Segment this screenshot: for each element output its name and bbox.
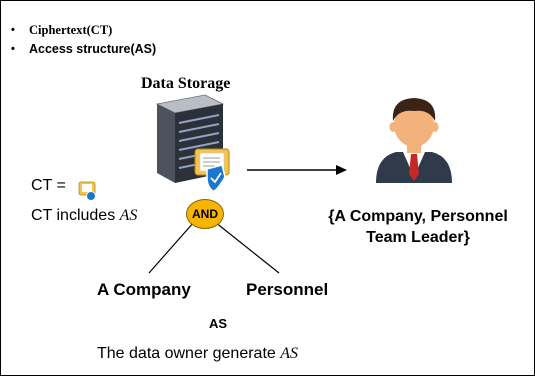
share-arrow [247, 165, 347, 175]
tree-branch-left [148, 221, 195, 274]
leaf-personnel: Personnel [246, 280, 329, 299]
bullet-text-access-structure: Access structure(AS) [29, 42, 157, 56]
ct-includes-prefix: CT includes [31, 207, 120, 224]
recipient-attributes-line2: Team Leader} [366, 229, 470, 246]
data-owner-note: The data owner generate AS [97, 345, 298, 363]
bullet-ciphertext: • Ciphertext(CT) [11, 21, 156, 40]
businessman-icon [376, 98, 452, 183]
access-structure-label: AS [209, 316, 228, 331]
recipient-attributes-line1: {A Company, Personnel [328, 208, 508, 225]
bullet-access-structure: • Access structure(AS) [11, 40, 156, 59]
encrypted-file-icon [194, 148, 230, 192]
recipient-attributes: {A Company, Personnel Team Leader} [307, 206, 529, 248]
server-with-encrypted-file-icon [155, 94, 230, 192]
bullet-text-ciphertext: Ciphertext(CT) [29, 23, 113, 37]
data-owner-note-prefix: The data owner generate [97, 345, 281, 362]
tree-branch-right [214, 221, 280, 274]
data-owner-note-as: AS [280, 345, 299, 362]
ct-encrypted-file-icon [78, 181, 96, 201]
ct-includes-note: CT includes AS [31, 207, 137, 225]
ct-equation-text: CT = [31, 177, 66, 194]
bullet-marker: • [11, 24, 15, 36]
bullet-marker: • [11, 43, 15, 55]
ct-includes-as: AS [119, 207, 138, 224]
ct-equation: CT = [31, 177, 66, 195]
bullet-list: • Ciphertext(CT) • Access structure(AS) [11, 21, 156, 59]
and-gate-node: AND [186, 199, 224, 229]
data-storage-title: Data Storage [141, 75, 231, 92]
leaf-a-company: A Company [97, 280, 191, 299]
